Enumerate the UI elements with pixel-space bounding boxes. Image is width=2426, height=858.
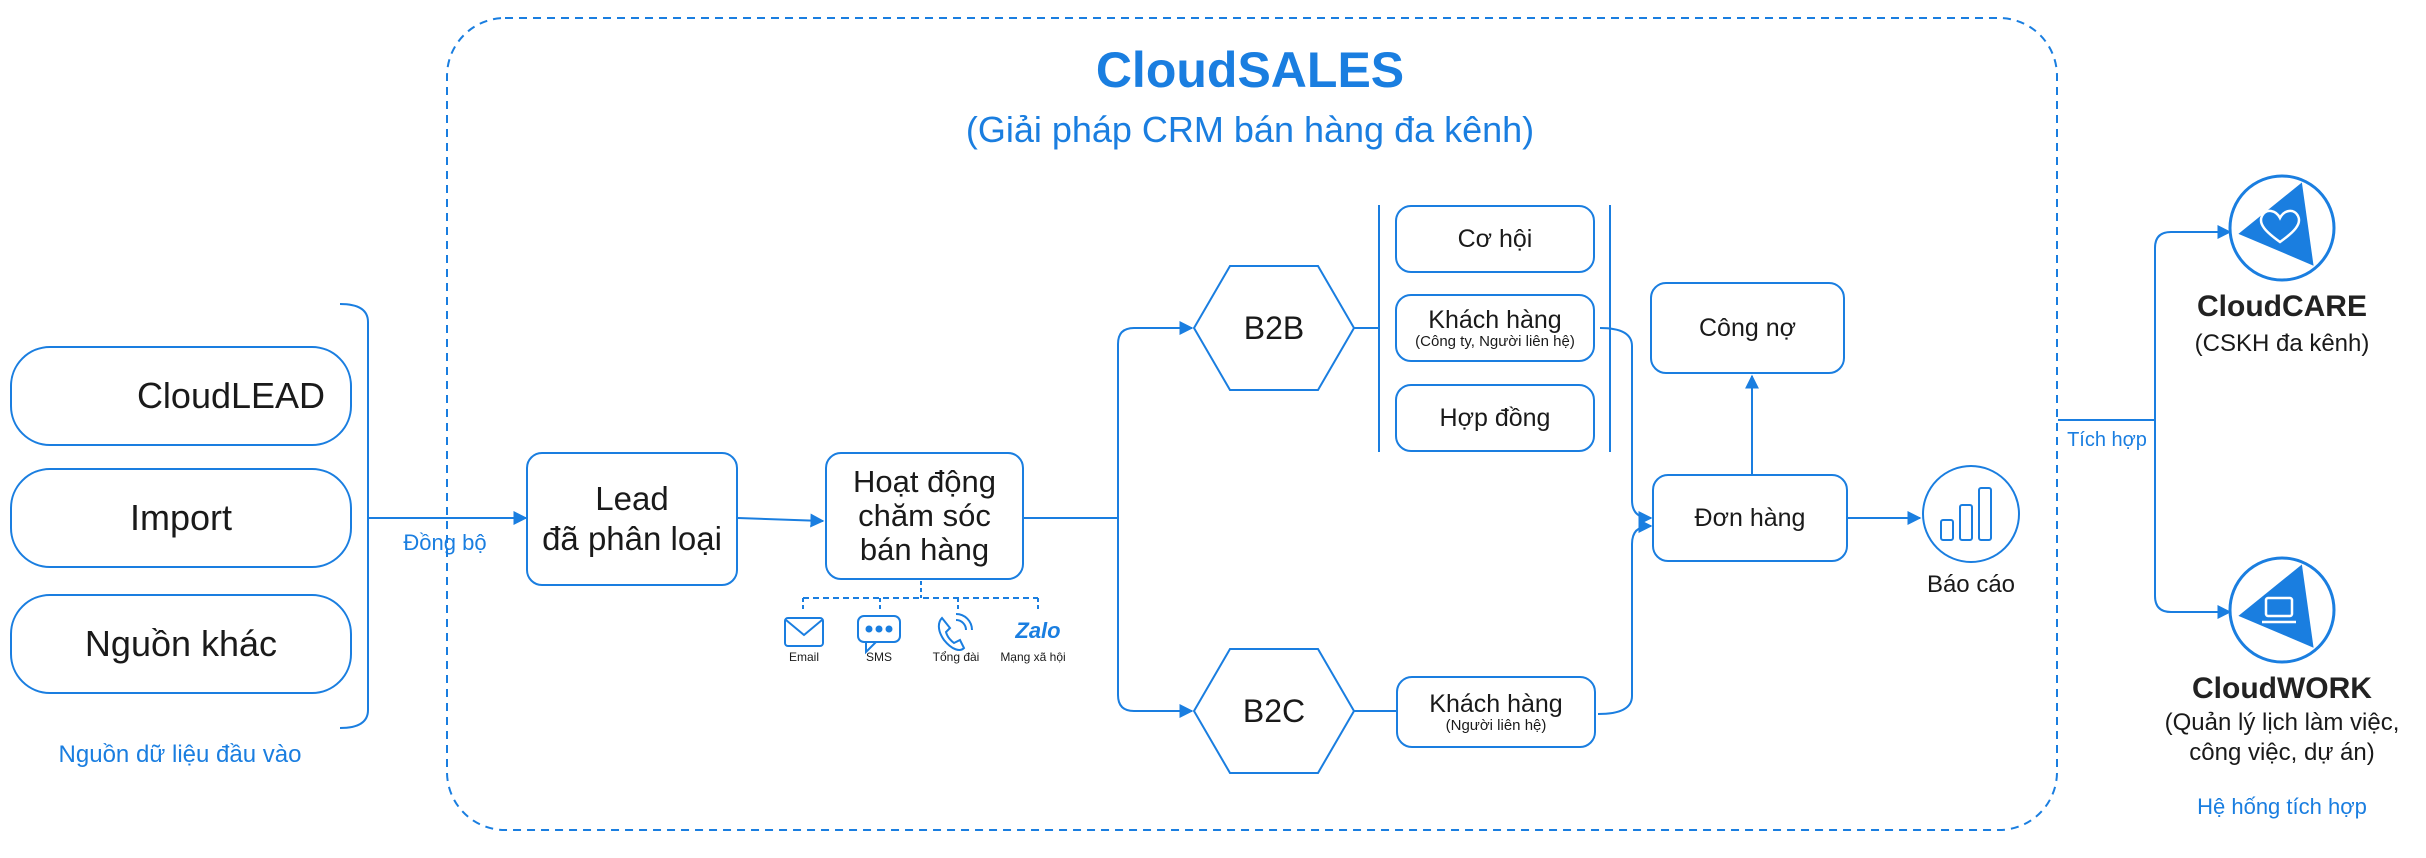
- cloudwork-name: CloudWORK: [2192, 672, 2372, 705]
- b2b-customer-sublabel: (Công ty, Người liên hệ): [1415, 333, 1575, 350]
- email-icon: [784, 617, 824, 647]
- opportunity-box: Cơ hội: [1395, 205, 1595, 273]
- cloudwork-description: (Quản lý lịch làm việc, công việc, dự án…: [2164, 709, 2400, 766]
- debt-label: Công nợ: [1698, 313, 1796, 342]
- order-label: Đơn hàng: [1694, 503, 1806, 532]
- b2c-customer-label: Khách hàng: [1429, 690, 1563, 718]
- lead-label: Lead đã phân loại: [542, 480, 722, 557]
- source-other: Nguồn khác: [10, 594, 352, 694]
- source-caption: Nguồn dữ liệu đầu vào: [58, 741, 302, 768]
- debt-box: Công nợ: [1650, 282, 1845, 374]
- sms-icon: [857, 615, 901, 655]
- b2c-label: B2C: [1242, 692, 1306, 729]
- report-bars-icon: [1940, 487, 1992, 541]
- source-bracket: [339, 303, 369, 729]
- b2c-customer-sublabel: (Người liên hệ): [1445, 717, 1547, 734]
- report-circle: [1922, 465, 2020, 563]
- integration-to-cloudcare-arrow: [2154, 225, 2232, 420]
- source-cloudlead-label: CloudLEAD: [136, 375, 326, 416]
- cloudwork-logo-icon: [2228, 556, 2336, 664]
- channel-phone-label: Tổng đài: [932, 650, 980, 664]
- b2b-label: B2B: [1243, 309, 1305, 346]
- page-title: CloudSALES: [1095, 42, 1405, 98]
- source-import-label: Import: [129, 497, 233, 538]
- channel-social-label: Mạng xã hội: [1000, 650, 1066, 664]
- contract-box: Hợp đồng: [1395, 384, 1595, 452]
- cloudcare-logo-icon: [2228, 174, 2336, 282]
- activity-box: Hoạt động chăm sóc bán hàng: [825, 452, 1024, 580]
- zalo-icon: Zalo: [1015, 618, 1061, 643]
- cloudsales-frame: [446, 17, 2058, 831]
- channel-sms-label: SMS: [865, 650, 892, 664]
- b2c-customer-box: Khách hàng (Người liên hệ): [1396, 676, 1596, 748]
- cloudcare-description: (CSKH đa kênh): [2194, 330, 2370, 357]
- split-to-b2b-arrow: [1117, 321, 1194, 518]
- report-label: Báo cáo: [1926, 571, 2016, 598]
- b2c-hexagon: [1192, 648, 1356, 774]
- order-box: Đơn hàng: [1652, 474, 1848, 562]
- phone-icon: [937, 613, 973, 651]
- source-cloudlead: CloudLEAD: [10, 346, 352, 446]
- source-import: Import: [10, 468, 352, 568]
- integration-caption: Hệ hống tích hợp: [2197, 794, 2367, 819]
- b2c-customer-to-order-arrow: [1597, 519, 1653, 715]
- opportunity-label: Cơ hội: [1457, 224, 1533, 253]
- group-to-order-arrow: [1599, 327, 1653, 525]
- channel-email-label: Email: [788, 650, 819, 664]
- activity-label: Hoạt động chăm sóc bán hàng: [852, 464, 997, 567]
- source-other-label: Nguồn khác: [84, 623, 278, 664]
- cloudcare-name: CloudCARE: [2197, 290, 2367, 323]
- b2b-customer-box: Khách hàng (Công ty, Người liên hệ): [1395, 294, 1595, 362]
- lead-box: Lead đã phân loại: [526, 452, 738, 586]
- page-subtitle: (Giải pháp CRM bán hàng đa kênh): [965, 109, 1535, 150]
- lead-to-activity-arrow: [737, 513, 825, 528]
- contract-label: Hợp đồng: [1439, 403, 1551, 432]
- integration-to-cloudwork-arrow: [2154, 420, 2232, 619]
- b2b-hexagon: [1192, 265, 1356, 391]
- split-to-b2c-arrow: [1117, 518, 1194, 718]
- integration-label: Tích hợp: [2067, 428, 2147, 451]
- b2b-customer-label: Khách hàng: [1428, 306, 1562, 334]
- sync-label: Đồng bộ: [403, 530, 487, 555]
